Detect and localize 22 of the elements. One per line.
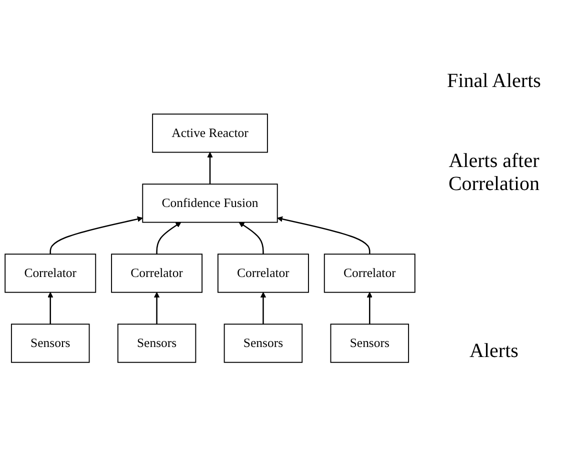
node-box: Correlator	[217, 253, 309, 293]
flow-note: Final Alerts	[446, 70, 542, 93]
node-box: Confidence Fusion	[142, 183, 278, 223]
node-box: Sensors	[330, 323, 410, 363]
node-box: Correlator	[111, 253, 203, 293]
arrow	[48, 292, 54, 324]
flow-note: Alerts after Correlation	[447, 150, 541, 196]
node-box: Correlator	[324, 253, 416, 293]
node-box: Sensors	[10, 323, 90, 363]
arrow	[156, 222, 182, 254]
node-box: Active Reactor	[152, 113, 268, 153]
arrow	[50, 216, 143, 254]
arrow	[366, 292, 372, 324]
arrow	[277, 216, 370, 254]
node-box: Correlator	[4, 253, 96, 293]
arrow	[238, 222, 264, 254]
arrow	[207, 152, 213, 184]
flow-note: Alerts	[468, 340, 520, 363]
arrow	[154, 292, 160, 324]
node-box: Sensors	[117, 323, 196, 363]
node-box: Sensors	[224, 323, 303, 363]
arrow	[260, 292, 266, 324]
